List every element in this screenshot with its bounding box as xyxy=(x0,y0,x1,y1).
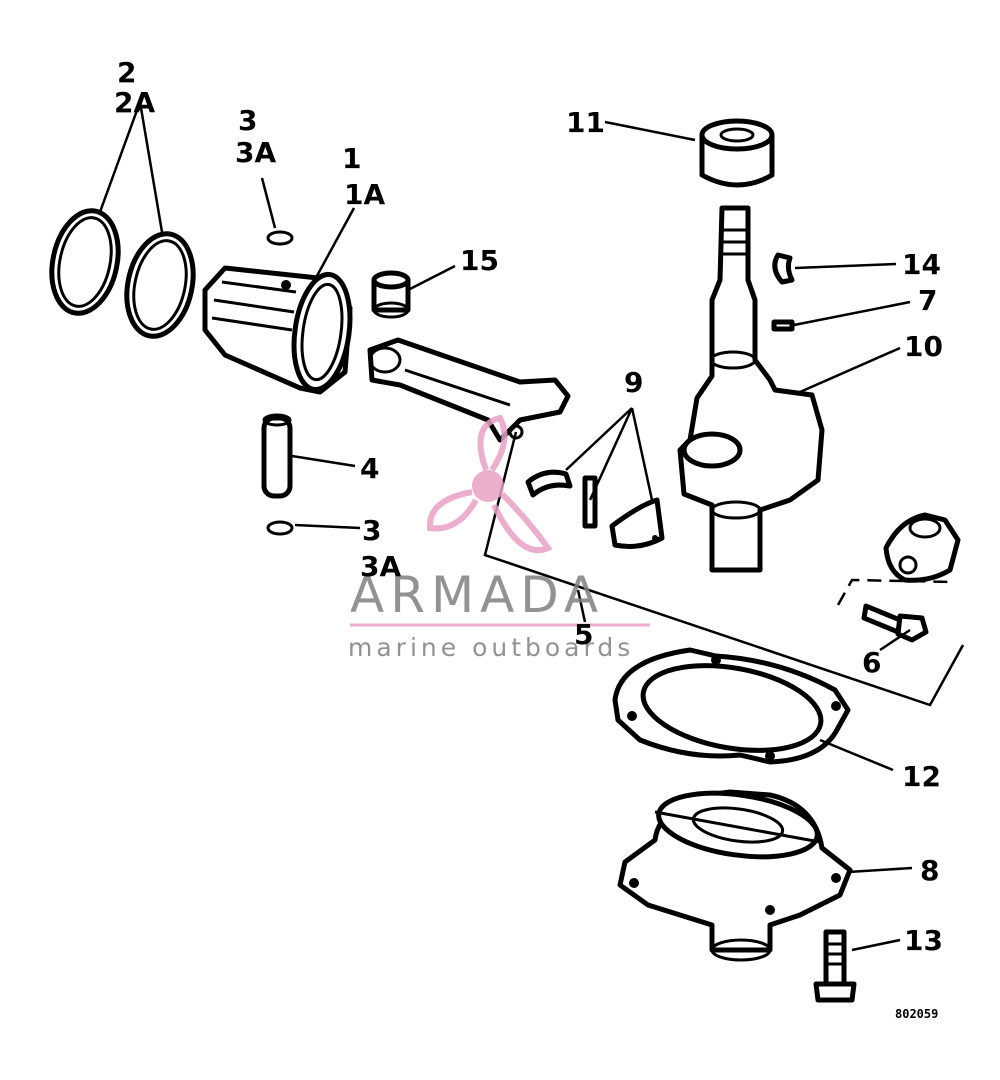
crankshaft xyxy=(677,205,825,573)
callout-5: 5 xyxy=(574,618,593,651)
needle-bearing xyxy=(371,270,411,319)
woodruff-key xyxy=(772,252,795,285)
retaining-clip-bottom xyxy=(266,520,294,536)
rod-cap-screw xyxy=(861,603,929,643)
callout-12: 12 xyxy=(902,760,941,793)
callout-13: 13 xyxy=(904,924,943,957)
watermark-title: ARMADA xyxy=(350,566,604,624)
callout-6: 6 xyxy=(862,646,881,679)
callout-4: 4 xyxy=(360,452,379,485)
bearing-liner-set xyxy=(525,469,665,549)
callout-3a-top: 3A xyxy=(235,136,276,169)
connecting-rod xyxy=(367,337,571,443)
callout-10: 10 xyxy=(904,330,943,363)
figure-code: 802059 xyxy=(895,1007,938,1021)
callout-2: 2 xyxy=(117,56,136,89)
callout-1: 1 xyxy=(342,142,361,175)
callout-9: 9 xyxy=(624,366,643,399)
rod-cap xyxy=(883,512,961,583)
callout-7: 7 xyxy=(918,284,937,317)
bracket-dashed-line xyxy=(836,578,956,606)
callout-14: 14 xyxy=(902,248,941,281)
callout-11: 11 xyxy=(566,106,605,139)
retaining-clip-top xyxy=(266,230,294,246)
gasket xyxy=(612,647,851,765)
callout-3-bottom: 3 xyxy=(362,514,381,547)
callout-labels: 2 2A 3 3A 1 1A 15 4 3 3A 11 14 7 10 9 5 … xyxy=(114,56,943,1021)
callout-8: 8 xyxy=(920,854,939,887)
leader-lines xyxy=(98,101,913,952)
key-pin xyxy=(771,319,795,332)
callout-3-top: 3 xyxy=(238,104,257,137)
crankshaft-bushing xyxy=(699,118,775,188)
callout-2a: 2A xyxy=(114,86,155,119)
piston xyxy=(202,265,353,395)
callout-3a-bottom: 3A xyxy=(360,550,401,583)
piston-rings xyxy=(49,208,196,339)
piston-pin xyxy=(261,413,293,499)
lower-bearing-housing xyxy=(617,789,853,962)
armada-watermark: ARMADA marine outboards xyxy=(348,414,650,662)
callout-15: 15 xyxy=(460,244,499,277)
watermark-subtitle: marine outboards xyxy=(348,633,634,662)
propeller-logo-icon xyxy=(426,414,553,554)
housing-screw xyxy=(813,929,857,1003)
callout-1a: 1A xyxy=(344,178,385,211)
